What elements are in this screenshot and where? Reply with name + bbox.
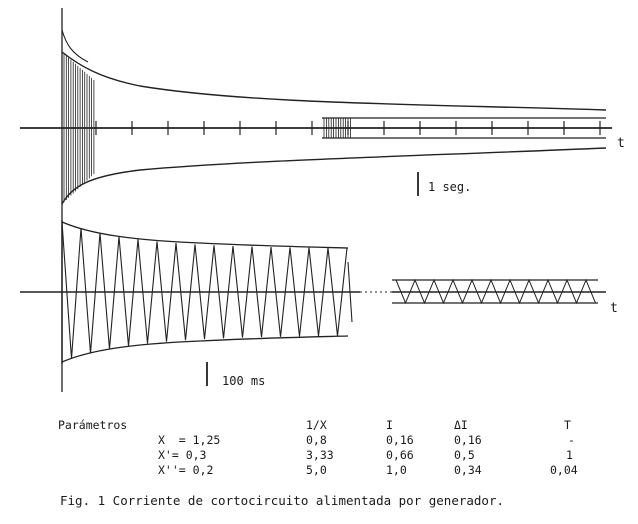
- value-i: 0,16: [386, 433, 414, 447]
- lower-scale-label: 100 ms: [222, 374, 265, 388]
- value-inv-x: 5,0: [306, 463, 327, 477]
- upper-time-ticks: [95, 121, 601, 135]
- figure-caption: Fig. 1 Corriente de cortocircuito alimen…: [60, 493, 505, 508]
- lower-waveform: t 100 ms: [20, 220, 618, 388]
- value-i: 1,0: [386, 463, 407, 477]
- upper-initial-peak: [61, 29, 89, 63]
- lower-steady-state-inset: [392, 278, 598, 305]
- value-delta-i: 0,16: [454, 433, 482, 447]
- header-t: T: [564, 418, 571, 432]
- param-name: X''= 0,2: [158, 463, 214, 477]
- value-delta-i: 0,34: [454, 463, 482, 477]
- value-t: 0,04: [550, 463, 578, 477]
- param-name: X = 1,25: [158, 433, 221, 447]
- upper-initial-oscillation-hatch: [63, 53, 95, 203]
- param-name: X'= 0,3: [158, 448, 207, 462]
- table-row: X = 1,25 0,8 0,16 0,16 -: [58, 433, 618, 448]
- lower-oscillation: [61, 221, 348, 359]
- lower-t-label: t: [610, 301, 618, 316]
- value-t: -: [568, 433, 575, 447]
- upper-bottom-envelope: [61, 147, 607, 205]
- upper-waveform: t 1 seg.: [20, 29, 625, 205]
- table-header-row: Parámetros 1/X I ΔI T: [58, 418, 618, 433]
- upper-top-envelope: [61, 51, 607, 111]
- header-inv-x: 1/X: [306, 418, 327, 432]
- lower-top-envelope: [61, 221, 349, 249]
- value-inv-x: 3,33: [306, 448, 334, 462]
- lower-bottom-envelope: [61, 335, 349, 363]
- value-i: 0,66: [386, 448, 414, 462]
- upper-t-label: t: [617, 136, 625, 151]
- parameters-table: Parámetros 1/X I ΔI T X = 1,25 0,8 0,16 …: [58, 418, 618, 478]
- table-title: Parámetros: [58, 418, 128, 432]
- upper-scale-label: 1 seg.: [428, 180, 471, 194]
- table-row: X''= 0,2 5,0 1,0 0,34 0,04: [58, 463, 618, 478]
- header-i: I: [386, 418, 393, 432]
- header-delta-i: ΔI: [454, 418, 468, 432]
- table-row: X'= 0,3 3,33 0,66 0,5 1: [58, 448, 618, 463]
- upper-steady-state-inset: [322, 117, 606, 139]
- value-t: 1: [566, 448, 573, 462]
- value-delta-i: 0,5: [454, 448, 475, 462]
- value-inv-x: 0,8: [306, 433, 327, 447]
